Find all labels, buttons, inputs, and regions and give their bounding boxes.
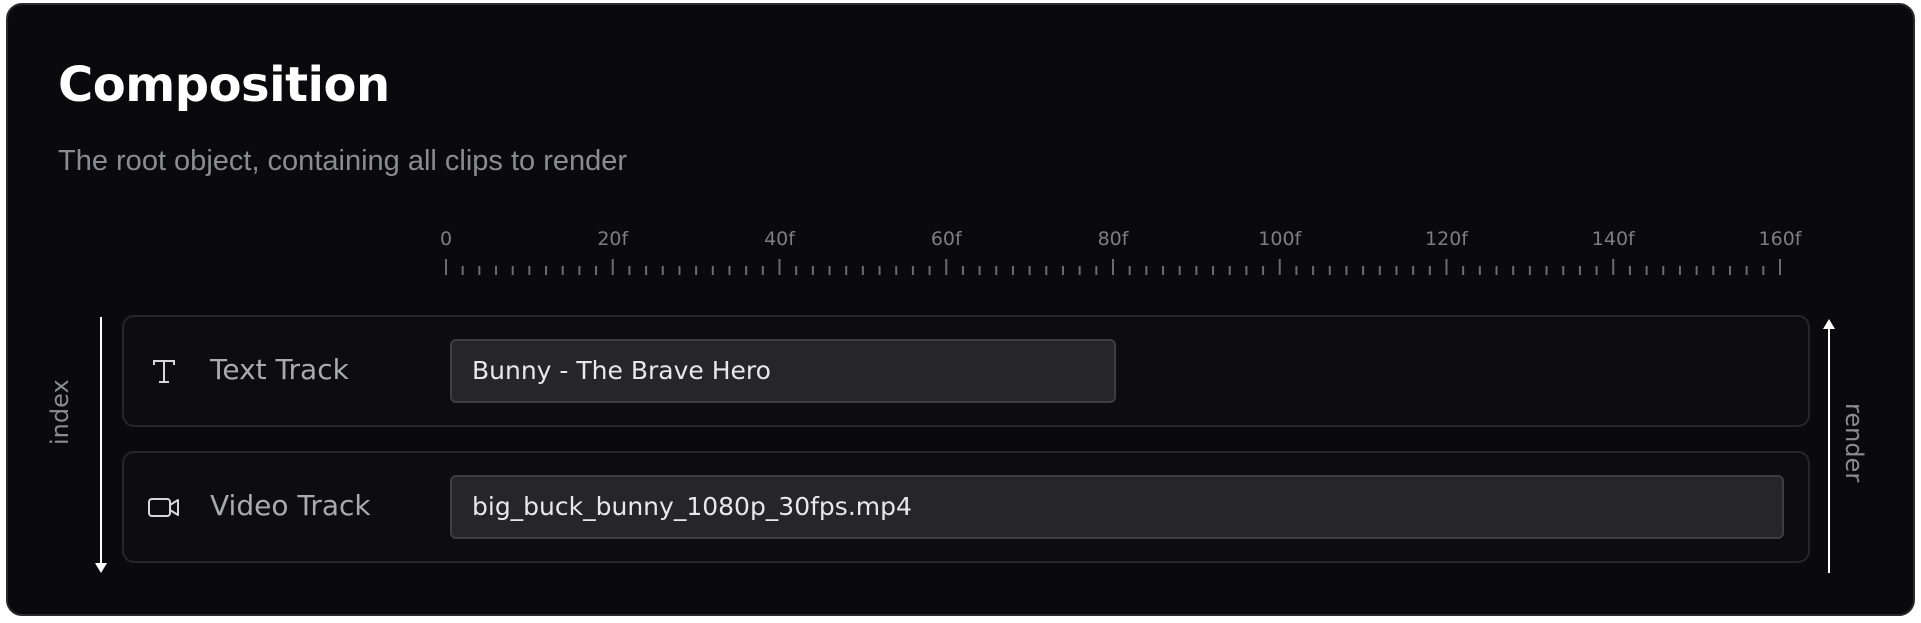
text-clip[interactable]: Bunny - The Brave Hero [450, 339, 1116, 403]
track-label: Text Track [210, 353, 349, 386]
ruler-label: 20f [597, 228, 629, 250]
render-label: render [1840, 403, 1868, 483]
ruler-label: 100f [1258, 228, 1302, 250]
clip-label: Bunny - The Brave Hero [472, 356, 771, 385]
video-camera-icon [148, 498, 179, 517]
video-clip[interactable]: big_buck_bunny_1080p_30fps.mp4 [450, 475, 1784, 539]
ruler-label: 0 [440, 228, 452, 250]
page-title: Composition [58, 57, 390, 113]
text-track: Text Track Bunny - The Brave Hero [122, 315, 1810, 427]
index-arrow-icon [95, 317, 107, 573]
render-arrow-icon [1823, 319, 1835, 573]
ruler-label: 40f [764, 228, 796, 250]
track-label: Video Track [210, 489, 371, 522]
page-subtitle: The root object, containing all clips to… [58, 145, 628, 177]
ruler-label: 160f [1759, 228, 1803, 250]
text-icon [153, 360, 175, 383]
composition-card: Composition The root object, containing … [6, 3, 1915, 616]
ruler-label: 120f [1425, 228, 1469, 250]
timeline-ruler: 0 20f 40f 60f 80f 100f 120f 140f 160f [440, 228, 1803, 275]
clip-label: big_buck_bunny_1080p_30fps.mp4 [472, 492, 912, 521]
video-track: Video Track big_buck_bunny_1080p_30fps.m… [122, 451, 1810, 563]
ruler-label: 140f [1592, 228, 1636, 250]
index-label: index [46, 379, 74, 445]
ruler-label: 80f [1098, 228, 1130, 250]
ruler-label: 60f [931, 228, 963, 250]
